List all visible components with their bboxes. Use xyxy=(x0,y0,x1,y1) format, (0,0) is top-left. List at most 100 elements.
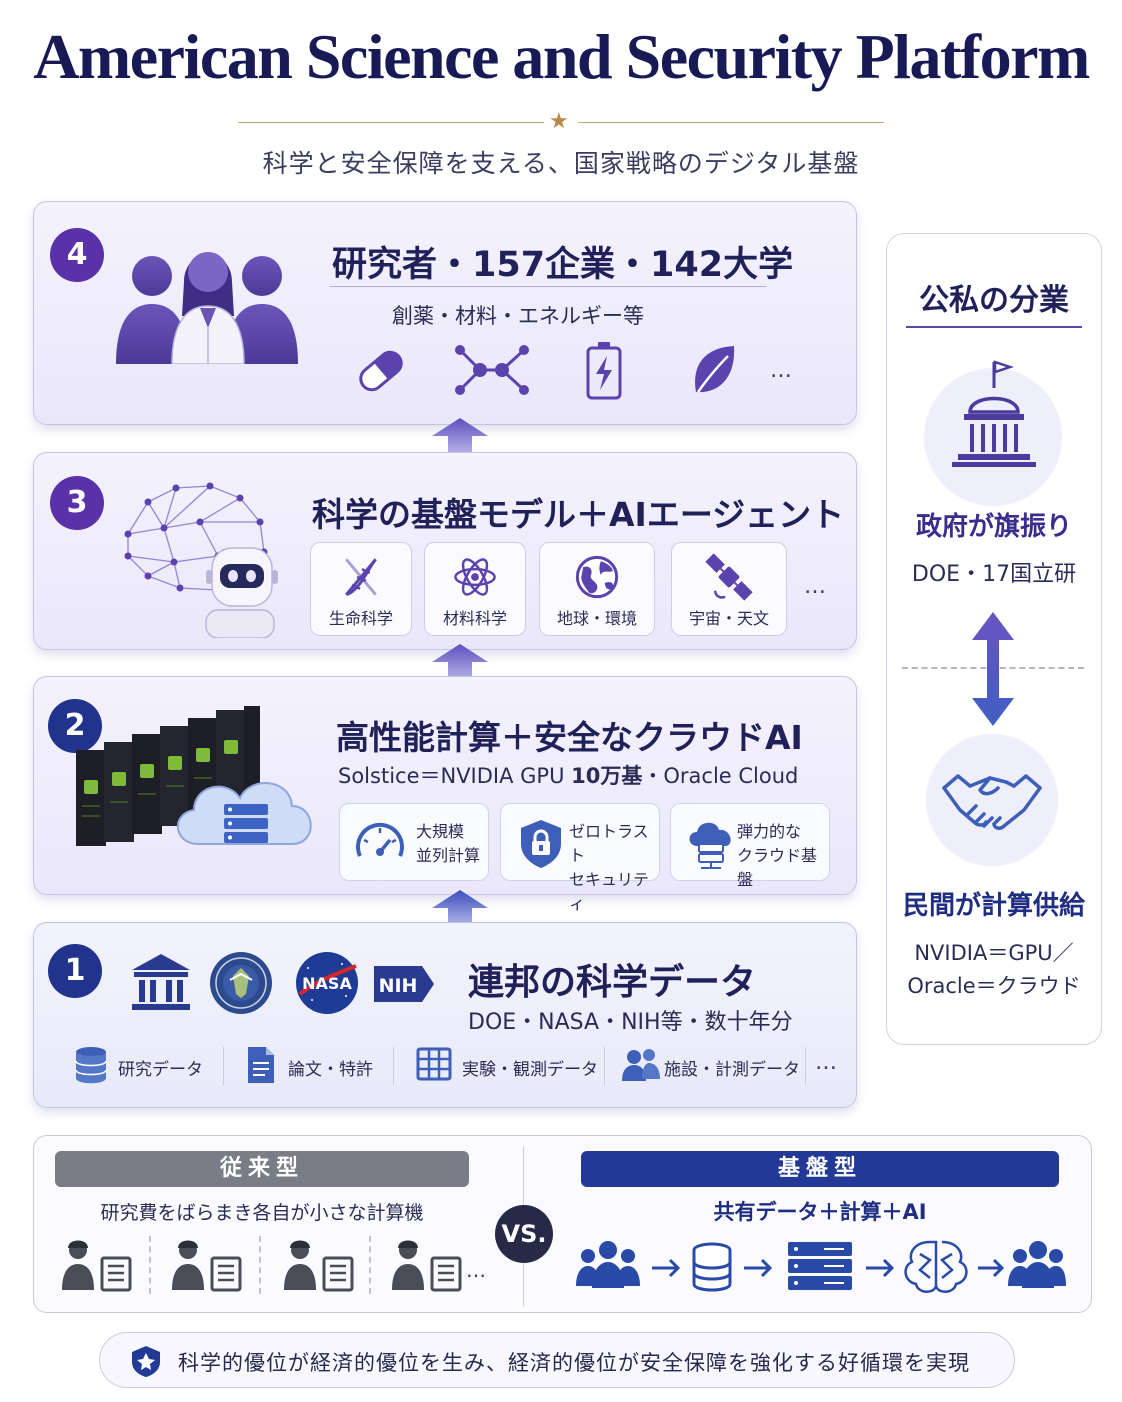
capsule-icon xyxy=(359,350,403,392)
layer3-title: 科学の基盤モデル＋AIエージェント xyxy=(312,495,845,534)
page-title: American Science and Security Platform xyxy=(33,21,1090,92)
gov-subtitle: DOE・17国立研 xyxy=(911,562,1077,587)
molecule-icon xyxy=(455,345,529,395)
traditional-label: 従来型 xyxy=(55,1151,469,1187)
researchers-icon xyxy=(116,252,298,364)
nasa-logo-icon: NASA xyxy=(296,952,358,1014)
domain-chip-life-science: 生命科学 xyxy=(310,542,412,636)
divider xyxy=(393,1047,394,1085)
arrow-right-icon xyxy=(652,1258,681,1278)
divider xyxy=(149,1236,151,1294)
layer4-more: … xyxy=(770,358,792,383)
layer4-subtitle: 創薬・材料・エネルギー等 xyxy=(392,304,644,328)
people-icon xyxy=(622,1049,660,1081)
atom-icon xyxy=(454,558,496,596)
platform-description: 共有データ＋計算＋AI xyxy=(713,1200,927,1224)
domain-label: 生命科学 xyxy=(328,609,393,628)
layer1-number-badge: 1 xyxy=(48,944,102,998)
platform-label: 基盤型 xyxy=(581,1151,1059,1187)
layer1-card xyxy=(33,922,857,1108)
battery-icon xyxy=(586,342,622,400)
doe-seal-icon xyxy=(210,952,272,1014)
shield-icon xyxy=(132,1346,160,1377)
divider xyxy=(259,1236,261,1294)
feature-elastic-cloud: 弾力的なクラウド基盤 xyxy=(670,803,830,889)
arrow-up-icon xyxy=(432,890,488,928)
private-title: 民間が計算供給 xyxy=(902,891,1085,921)
data-item-research: 研究データ xyxy=(74,1045,214,1085)
layer4-title-rule xyxy=(330,286,766,287)
divider xyxy=(223,1047,224,1085)
traditional-description: 研究費をばらまき各自が小さな計算機 xyxy=(100,1202,424,1224)
data-item-label: 研究データ xyxy=(118,1060,203,1080)
shield-lock-icon xyxy=(521,820,561,868)
cloud-server-icon xyxy=(689,822,731,869)
feature-parallel-compute: 大規模並列計算 xyxy=(339,803,489,881)
feature-zero-trust: ゼロトラストセキュリティ xyxy=(500,803,660,913)
arrow-up-icon xyxy=(432,418,488,456)
divider xyxy=(604,1047,605,1085)
conclusion-text: 科学的優位が経済的優位を生み、経済的優位が安全保障を強化する好循環を実現 xyxy=(178,1351,970,1375)
platform-flow xyxy=(576,1240,1066,1293)
domain-label: 地球・環境 xyxy=(556,609,637,628)
researcher-computer-icon xyxy=(392,1240,462,1292)
side-panel-title: 公私の分業 xyxy=(919,283,1069,318)
layer1-title: 連邦の科学データ xyxy=(468,962,757,1003)
private-icon-background xyxy=(926,734,1058,866)
domain-chip-earth: 地球・環境 xyxy=(539,542,655,636)
dna-icon xyxy=(345,558,377,597)
server-icon xyxy=(788,1242,852,1290)
page-subtitle: 科学と安全保障を支える、国家戦略のデジタル基盤 xyxy=(262,149,860,178)
brain-icon xyxy=(904,1240,968,1293)
layer3-more: … xyxy=(804,574,826,599)
data-item-label: 論文・特許 xyxy=(288,1060,373,1080)
vs-badge: VS. xyxy=(495,1205,553,1263)
data-item-label: 施設・計測データ xyxy=(664,1060,800,1080)
ai-brain-robot-icon xyxy=(124,482,278,638)
feature-label: ゼロトラストセキュリティ xyxy=(569,822,650,913)
layer3-number-badge: 3 xyxy=(50,476,104,530)
domain-label: 宇宙・天文 xyxy=(688,609,769,628)
data-item-papers: 論文・特許 xyxy=(246,1045,386,1085)
document-icon xyxy=(248,1047,274,1083)
star-icon: ★ xyxy=(549,109,569,134)
nih-logo-icon: NIH xyxy=(374,966,434,1002)
group-icon xyxy=(1008,1241,1066,1288)
arrow-right-icon xyxy=(978,1258,1005,1278)
globe-icon xyxy=(575,555,619,599)
divider xyxy=(805,1047,806,1085)
nasa-logo-text: NASA xyxy=(302,974,352,993)
supercomputer-cloud-icon xyxy=(76,706,312,846)
gauge-icon xyxy=(356,822,404,857)
layer4-number-badge: 4 xyxy=(50,228,104,282)
arrow-right-icon xyxy=(744,1258,773,1278)
side-panel-title-rule xyxy=(906,326,1082,328)
divider xyxy=(369,1236,371,1294)
layer1-more: … xyxy=(815,1050,837,1075)
layer2-subtitle: Solstice＝NVIDIA GPU 10万基・Oracle Cloud xyxy=(338,764,799,788)
data-item-facilities: 施設・計測データ xyxy=(622,1045,802,1085)
layer2-number-badge: 2 xyxy=(48,699,102,753)
researcher-computer-icon xyxy=(62,1240,132,1292)
satellite-icon xyxy=(705,553,753,601)
gov-title: 政府が旗振り xyxy=(915,512,1072,542)
data-item-label: 実験・観測データ xyxy=(462,1060,598,1080)
capitol-icon xyxy=(952,360,1036,467)
bidirectional-arrow-icon xyxy=(972,612,1014,726)
traditional-more: … xyxy=(466,1258,486,1282)
database-icon xyxy=(75,1047,107,1084)
database-icon xyxy=(692,1242,732,1292)
domain-chip-space: 宇宙・天文 xyxy=(671,542,787,636)
feature-label: 大規模並列計算 xyxy=(416,822,481,865)
private-subtitle: NVIDIA＝GPU／Oracle＝クラウド xyxy=(907,941,1081,998)
domain-label: 材料科学 xyxy=(442,609,507,628)
layer1-subtitle: DOE・NASA・NIH等・数十年分 xyxy=(468,1010,793,1035)
data-item-experiments: 実験・観測データ xyxy=(416,1045,598,1085)
nih-logo-text: NIH xyxy=(379,975,418,997)
arrow-up-icon xyxy=(432,644,488,682)
layer2-title: 高性能計算＋安全なクラウドAI xyxy=(336,718,803,757)
conclusion-banner xyxy=(99,1332,1015,1388)
leaf-icon xyxy=(695,346,735,393)
title-divider-left xyxy=(238,122,544,123)
title-divider-right xyxy=(578,122,884,123)
